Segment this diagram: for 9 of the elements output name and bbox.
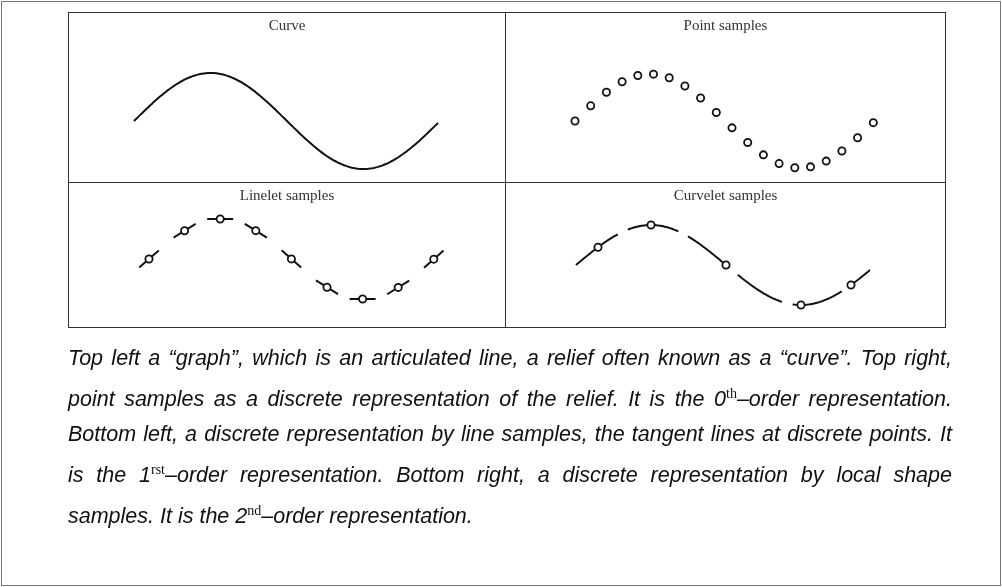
caption: Top left a “graph”, which is an articulated line, a relief often known as a “curve”. Top right, point samples as a discrete representation of the relief. It is the 0$^{th}$–order representation. Bottom left, a discrete representation by line samples, the tangent lines at discrete points. It is the 1$^{rst}$–order representation. Bottom right, a discrete representation by local shape samples. It is the 2$^{nd}$–order representation. bbox=[68, 345, 952, 531]
panel-title: Point samples bbox=[683, 17, 768, 34]
figure-panel bbox=[68, 12, 506, 183]
panel-title: Linelet samples bbox=[239, 187, 335, 204]
figure-panel bbox=[505, 12, 946, 183]
figure-panel bbox=[505, 182, 946, 328]
panel-title: Curvelet samples bbox=[673, 187, 778, 204]
panel-title: Curve bbox=[268, 17, 306, 34]
figure-panel bbox=[68, 182, 506, 328]
